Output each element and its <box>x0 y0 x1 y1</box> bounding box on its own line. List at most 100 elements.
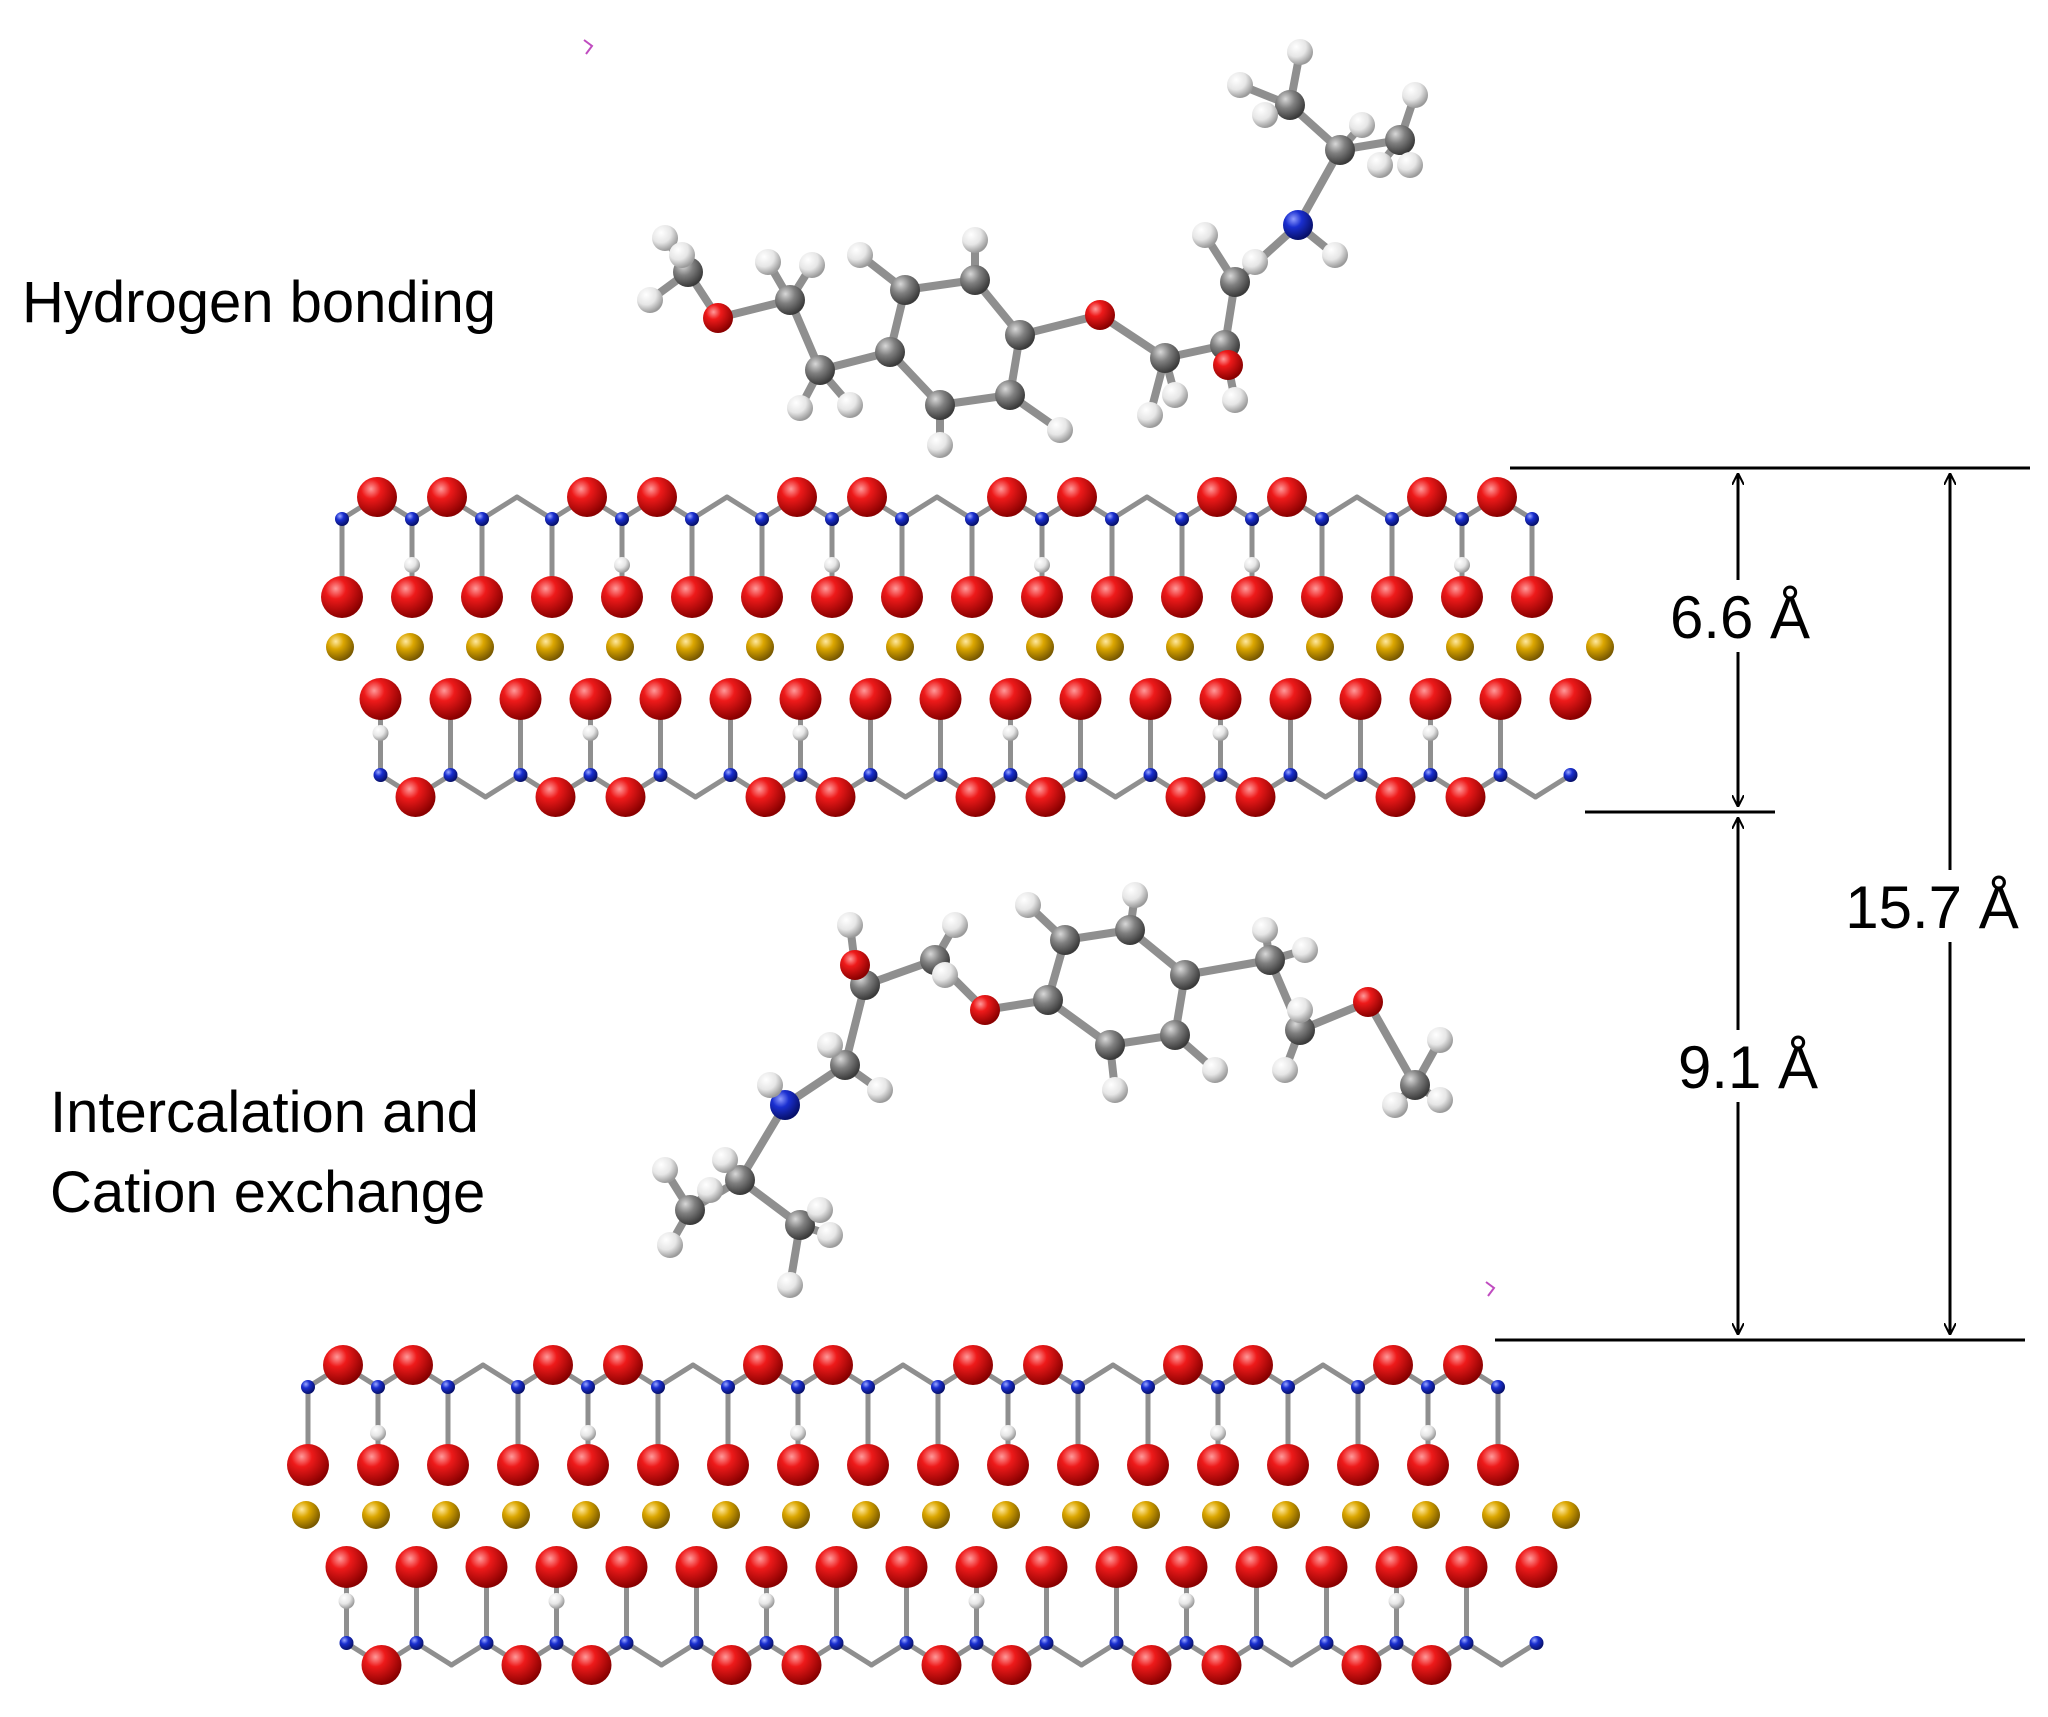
label-total-spacing: 15.7 Å <box>1845 874 2018 941</box>
hydrogen-atom <box>697 1177 723 1203</box>
hydrogen-atom <box>669 242 695 268</box>
oxygen-atom <box>1021 576 1063 618</box>
silicon-atom <box>689 1636 704 1650</box>
carbon-atom <box>960 265 990 295</box>
silicon-atom <box>1283 768 1298 782</box>
hydrogen-atom <box>1322 242 1348 268</box>
oxygen-atom <box>970 995 1000 1025</box>
carbon-atom <box>1005 320 1035 350</box>
silicon-atom <box>339 1636 354 1650</box>
hydrogen-atom <box>338 1593 355 1609</box>
carbon-atom <box>1255 945 1285 975</box>
oxygen-atom <box>531 576 573 618</box>
carbon-atom <box>675 1195 705 1225</box>
oxygen-atom <box>567 477 607 517</box>
oxygen-atom <box>849 678 892 720</box>
silicon-atom <box>1071 1380 1085 1394</box>
hydrogen-atom <box>817 1222 843 1248</box>
aluminum-atom <box>712 1501 740 1529</box>
oxygen-atom <box>1511 576 1553 618</box>
hydrogen-atom <box>1162 382 1188 408</box>
oxygen-atom <box>605 777 646 817</box>
aluminum-atom <box>816 633 844 661</box>
oxygen-atom <box>1375 1546 1418 1588</box>
oxygen-atom <box>743 1345 783 1385</box>
aluminum-atom <box>746 633 774 661</box>
oxygen-atom <box>815 1546 858 1588</box>
oxygen-atom <box>1129 678 1172 720</box>
silicon-atom <box>829 1636 844 1650</box>
hydrogen-atom <box>370 1425 386 1441</box>
oxygen-atom <box>1269 678 1312 720</box>
silicon-atom <box>791 1380 805 1394</box>
silicon-atom <box>479 1636 494 1650</box>
hydrogen-atom <box>1287 39 1313 65</box>
silicon-atom <box>1245 512 1259 526</box>
clay-layer-bottom <box>287 1345 1580 1685</box>
silicon-atom <box>619 1636 634 1650</box>
hydrogen-atom <box>1178 1593 1195 1609</box>
oxygen-atom <box>741 576 783 618</box>
aluminum-atom <box>1096 633 1124 661</box>
hydrogen-atom <box>657 1232 683 1258</box>
oxygen-atom <box>1201 1645 1242 1685</box>
label-gallery-height: 9.1 Å <box>1678 1034 1818 1101</box>
oxygen-atom <box>569 678 612 720</box>
silicon-atom <box>1385 512 1399 526</box>
hydrogen-atom <box>757 1072 783 1098</box>
carbon-atom <box>1220 267 1250 297</box>
aluminum-atom <box>362 1501 390 1529</box>
bond <box>1364 998 1419 1089</box>
hydrogen-atom <box>1292 937 1318 963</box>
oxygen-atom <box>497 1444 539 1486</box>
aluminum-atom <box>1202 1501 1230 1529</box>
oxygen-atom <box>1339 678 1382 720</box>
aluminum-atom <box>922 1501 950 1529</box>
oxygen-atom <box>461 576 503 618</box>
hydrogen-atom <box>1222 387 1248 413</box>
oxygen-atom <box>1059 678 1102 720</box>
silicon-atom <box>443 768 458 782</box>
hydrogen-atom <box>1227 72 1253 98</box>
hydrogen-atom <box>962 227 988 253</box>
hydrogen-atom <box>942 912 968 938</box>
silicon-atom <box>899 1636 914 1650</box>
aluminum-atom <box>992 1501 1020 1529</box>
oxygen-atom <box>921 1645 962 1685</box>
hydrogen-atom <box>755 249 781 275</box>
oxygen-atom <box>709 678 752 720</box>
hydrogen-atom <box>1252 102 1278 128</box>
hydrogen-atom <box>824 557 840 573</box>
clay-layer-top <box>321 477 1614 817</box>
aluminum-atom <box>606 633 634 661</box>
oxygen-atom <box>1165 777 1206 817</box>
aluminum-atom <box>326 633 354 661</box>
silicon-atom <box>1421 1380 1435 1394</box>
carbon-atom <box>785 1210 815 1240</box>
carbon-atom <box>1285 1015 1315 1045</box>
oxygen-atom <box>1161 576 1203 618</box>
oxygen-atom <box>1235 1546 1278 1588</box>
oxygen-atom <box>1549 678 1592 720</box>
hydrogen-atom <box>968 1593 985 1609</box>
oxygen-atom <box>1025 1546 1068 1588</box>
oxygen-atom <box>953 1345 993 1385</box>
oxygen-atom <box>427 1444 469 1486</box>
oxygen-atom <box>1301 576 1343 618</box>
silicon-atom <box>793 768 808 782</box>
oxygen-atom <box>987 1444 1029 1486</box>
oxygen-atom <box>745 1546 788 1588</box>
nitrogen-atom <box>1283 210 1313 240</box>
aluminum-atom <box>1272 1501 1300 1529</box>
oxygen-atom <box>603 1345 643 1385</box>
hydrogen-atom <box>867 1077 893 1103</box>
silicon-atom <box>969 1636 984 1650</box>
silicon-atom <box>1003 768 1018 782</box>
aluminum-atom <box>1552 1501 1580 1529</box>
silicon-atom <box>1389 1636 1404 1650</box>
oxygen-atom <box>359 678 402 720</box>
silicon-atom <box>513 768 528 782</box>
silicon-atom <box>1491 1380 1505 1394</box>
oxygen-atom <box>1371 576 1413 618</box>
